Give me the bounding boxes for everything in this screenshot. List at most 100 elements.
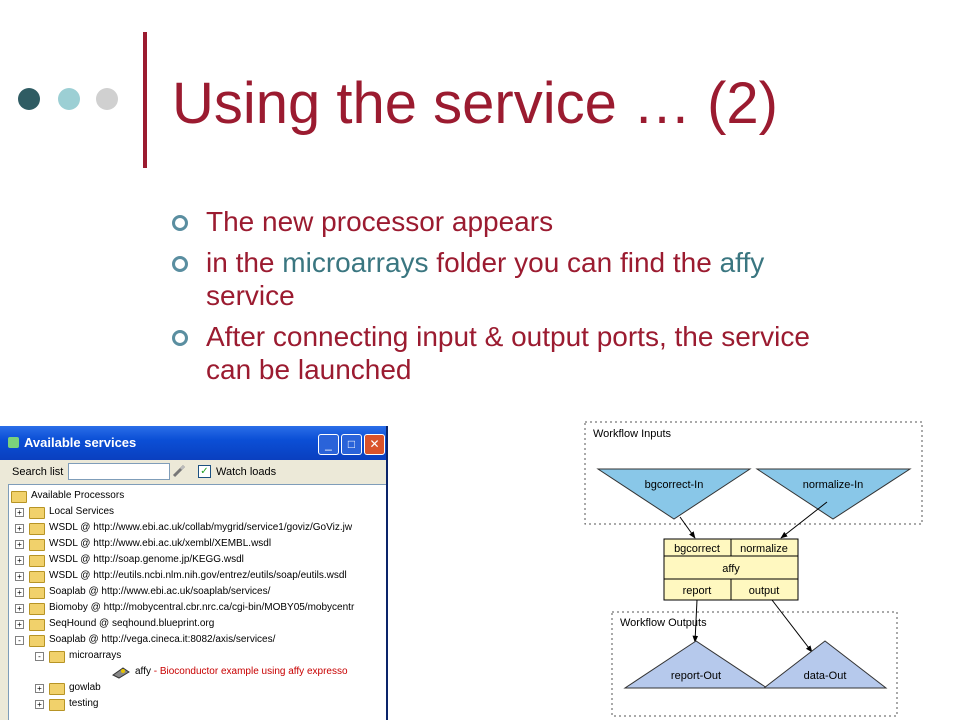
tree-node[interactable]: Available Processors (9, 488, 386, 504)
expand-icon[interactable]: + (35, 684, 44, 693)
tree-node-label: Available Processors (31, 490, 125, 501)
tree-node[interactable]: +WSDL @ http://www.ebi.ac.uk/xembl/XEMBL… (9, 536, 386, 552)
search-input[interactable] (68, 463, 170, 480)
bullet-list: The new processor appears in the microarr… (172, 205, 842, 394)
tree-node[interactable]: + Biomoby @ http://mobycentral.cbr.nrc.ca… (9, 600, 386, 616)
decor-dot-light (96, 88, 118, 110)
tree-node-label: Soaplab @ http://vega.cineca.it:8082/axi… (49, 634, 276, 645)
folder-icon (49, 651, 65, 663)
minimize-button[interactable]: _ (318, 434, 339, 455)
tree-node[interactable]: - Soaplab @ http://vega.cineca.it:8082/ax… (9, 632, 386, 648)
processor-name: affy (722, 563, 740, 575)
processor-output-report: report (683, 585, 712, 597)
input-port-bgcorrect-label: bgcorrect-In (645, 479, 704, 491)
tree-node-label: Soaplab @ http://www.ebi.ac.uk/soaplab/s… (49, 586, 271, 597)
maximize-button[interactable]: □ (341, 434, 362, 455)
tree-node[interactable]: + gowlab (9, 680, 386, 696)
bullet-text: folder you can find the (428, 247, 720, 278)
tree-node[interactable]: + WSDL @ http://eutils.ncbi.nlm.nih.gov/e… (9, 568, 386, 584)
tree-node-label: WSDL @ http://www.ebi.ac.uk/collab/mygri… (49, 522, 353, 533)
expand-icon[interactable]: + (15, 572, 24, 581)
expand-icon[interactable]: + (15, 540, 24, 549)
tree-node[interactable]: + Soaplab @ http://www.ebi.ac.uk/soaplab/… (9, 584, 386, 600)
input-port-normalize[interactable] (755, 468, 912, 520)
expand-icon[interactable]: + (15, 508, 24, 517)
tree-node[interactable]: + SeqHound @ seqhound.blueprint.org (9, 616, 386, 632)
tree-node-label: Biomoby @ http://mobycentral.cbr.nrc.ca/… (49, 602, 355, 613)
folder-icon (29, 635, 45, 647)
decor-dot-mid (58, 88, 80, 110)
tree-node[interactable]: + WSDL @ http://www.ebi.ac.uk/collab/mygr… (9, 520, 386, 536)
watch-loads-checkbox[interactable]: ✓ (198, 465, 211, 478)
search-label: Search list (12, 466, 64, 478)
processor-output-output: output (749, 585, 780, 597)
app-icon (8, 437, 19, 448)
expand-icon[interactable]: + (15, 588, 24, 597)
workflow-inputs-box (584, 421, 923, 525)
arrow-bgcorrect (679, 516, 696, 539)
folder-icon (11, 491, 27, 503)
folder-icon (29, 587, 45, 599)
processor-box[interactable] (663, 538, 799, 601)
bullet-text: After connecting input & output ports, t… (206, 321, 810, 385)
tree-node-label: SeqHound @ seqhound.blueprint.org (49, 618, 215, 629)
expand-icon[interactable]: + (15, 620, 24, 629)
arrow-normalize (780, 501, 828, 539)
folder-icon (29, 539, 45, 551)
tree-node[interactable]: affy - Bioconductor example using affy e… (9, 664, 386, 680)
tree-node[interactable]: + Local Services (9, 504, 386, 520)
bullet-icon (172, 215, 188, 231)
folder-icon (49, 699, 65, 711)
folder-icon (29, 571, 45, 583)
tree-node-label: WSDL @ http://eutils.ncbi.nlm.nih.gov/en… (49, 570, 347, 581)
bullet-text: affy (719, 247, 765, 278)
tree-node-label: testing (69, 698, 99, 709)
bullet-item: After connecting input & output ports, t… (172, 320, 842, 386)
tree-node-label: microarrays (69, 650, 122, 661)
output-port-report-label: report-Out (671, 670, 721, 682)
tree-node-label: gowlab (69, 682, 101, 693)
window-titlebar[interactable]: Available services _ □ ✕ (0, 426, 386, 460)
slide-title: Using the service … (2) (172, 71, 778, 136)
tree-node[interactable]: - microarrays (9, 648, 386, 664)
tree-node-label: Local Services (49, 506, 115, 517)
expand-icon[interactable]: + (15, 604, 24, 613)
bullet-item: in the microarrays folder you can find t… (172, 246, 842, 312)
folder-icon (29, 523, 45, 535)
expand-icon[interactable]: + (35, 700, 44, 709)
decor-dot-dark (18, 88, 40, 110)
bullet-text: service (206, 280, 295, 311)
input-port-normalize-label: normalize-In (803, 479, 864, 491)
output-port-data[interactable] (762, 640, 888, 689)
title-divider (143, 32, 147, 168)
available-services-window: Available services _ □ ✕ Search list ✓ W… (0, 426, 388, 720)
tree-node-label: affy (135, 666, 151, 677)
output-port-data-label: data-Out (804, 670, 847, 682)
bullet-text: The new processor appears (206, 206, 554, 237)
workflow-inputs-label: Workflow Inputs (593, 428, 672, 440)
watch-loads-label: Watch loads (216, 466, 277, 478)
collapse-icon[interactable]: - (15, 636, 24, 645)
collapse-icon[interactable]: - (35, 652, 44, 661)
folder-icon (29, 507, 45, 519)
bullet-text: in the (206, 247, 283, 278)
tree-node-description: - Bioconductor example using affy expres… (150, 666, 348, 677)
expand-icon[interactable]: + (15, 556, 24, 565)
bullet-item: The new processor appears (172, 205, 842, 238)
wand-icon[interactable] (172, 464, 186, 478)
processor-input-normalize: normalize (740, 543, 788, 555)
tree-node[interactable]: +WSDL @ http://soap.genome.jp/KEGG.wsdl (9, 552, 386, 568)
arrow-output (771, 599, 813, 653)
processor-input-bgcorrect: bgcorrect (674, 543, 720, 555)
service-tree: Available Processors+Local Services+WSDL… (8, 484, 386, 720)
output-port-report[interactable] (623, 640, 769, 689)
tree-node[interactable]: + testing (9, 696, 386, 712)
input-port-bgcorrect[interactable] (596, 468, 752, 520)
folder-icon (49, 683, 65, 695)
bullet-text: microarrays (282, 247, 429, 278)
processor-icon (112, 667, 130, 679)
workflow-outputs-label: Workflow Outputs (620, 617, 707, 629)
close-button[interactable]: ✕ (364, 434, 385, 455)
expand-icon[interactable]: + (15, 524, 24, 533)
bullet-icon (172, 330, 188, 346)
